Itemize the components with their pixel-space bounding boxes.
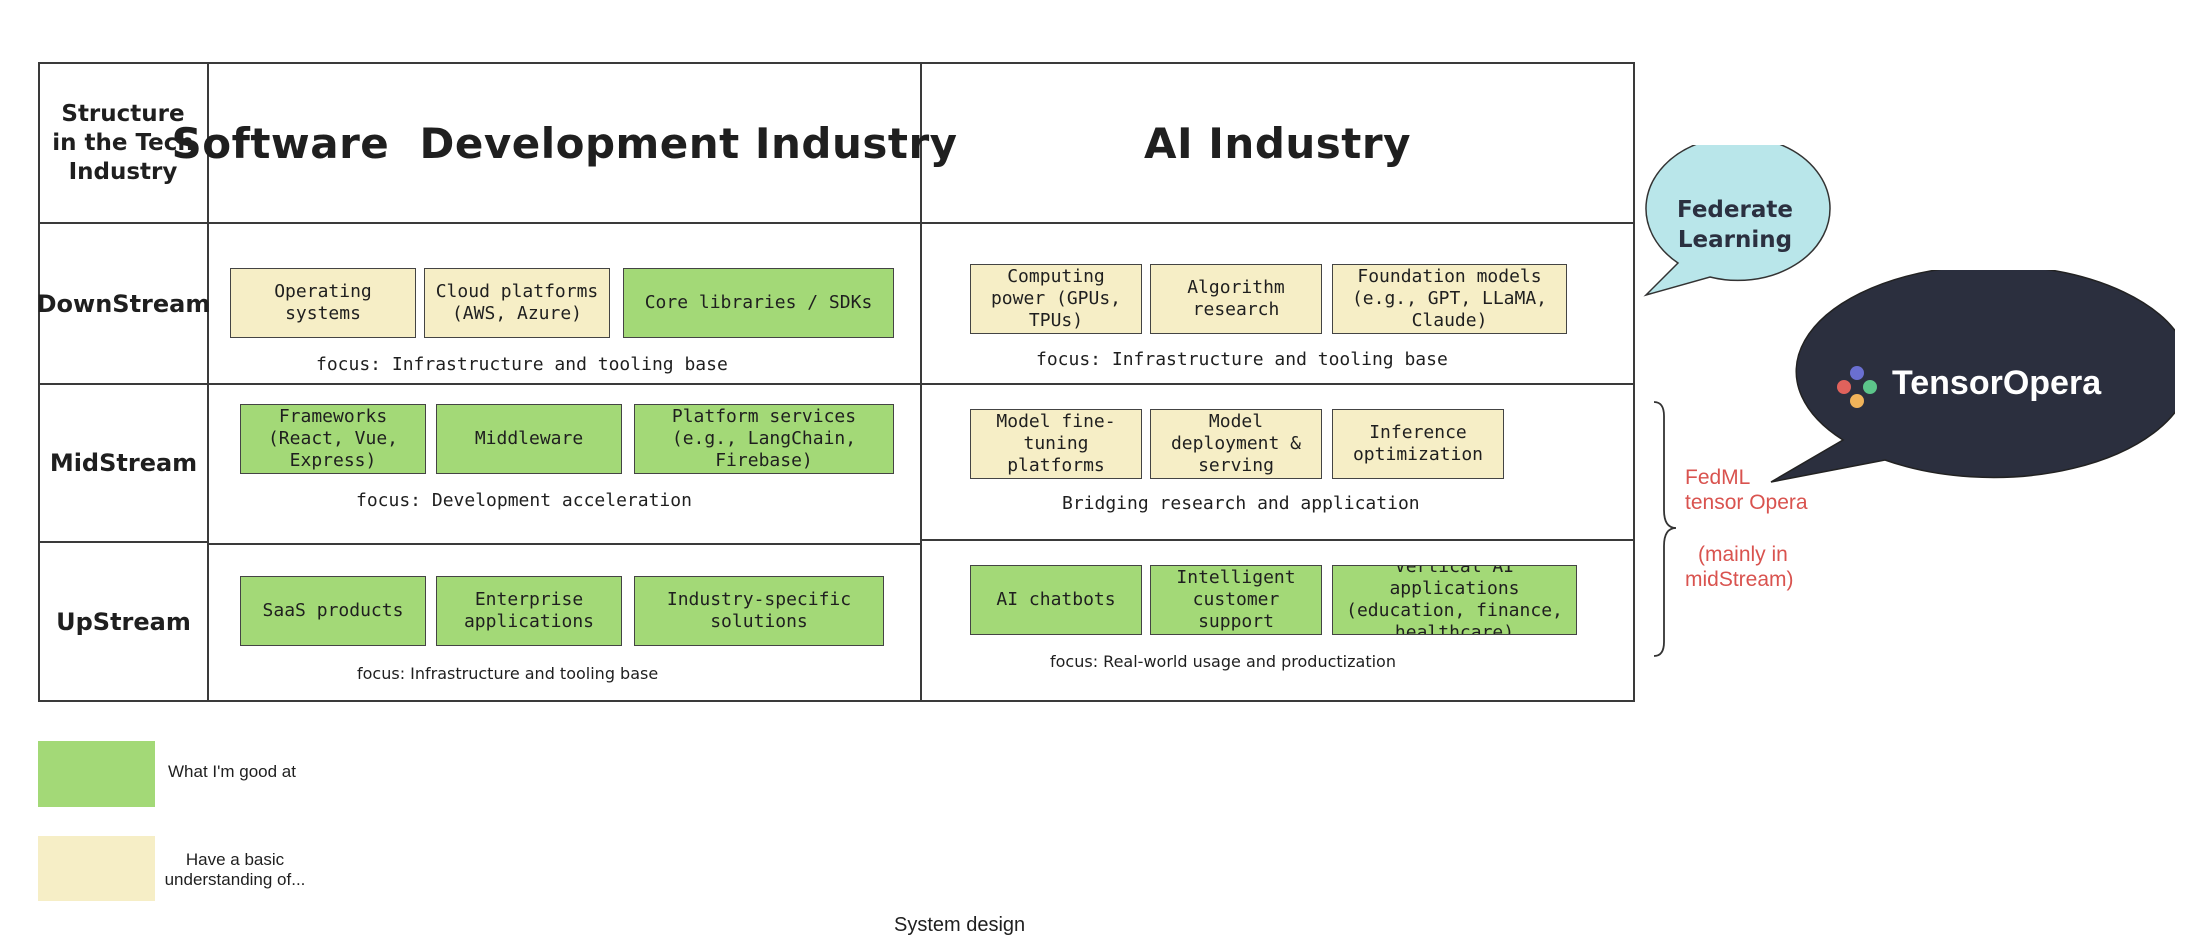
note-tensor-opera: tensor Opera (1685, 491, 1808, 514)
box-foundation-models: Foundation models (e.g., GPT, LLaMA, Cla… (1332, 264, 1567, 334)
footer-system-design: System design (894, 914, 1026, 936)
tensoropera-logo-icon (1837, 366, 1877, 408)
box-core-libraries: Core libraries / SDKs (623, 268, 894, 338)
box-computing-power: Computing power (GPUs, TPUs) (970, 264, 1142, 334)
ai-industry-title: AI Industry (1144, 118, 1411, 168)
legend-good-swatch (38, 741, 155, 807)
box-industry-specific-solutions: Industry-specific solutions (634, 576, 884, 646)
box-operating-systems: Operating systems (230, 268, 416, 338)
row-label-upstream: UpStream (56, 607, 191, 636)
box-enterprise-applications: Enterprise applications (436, 576, 622, 646)
ai-midstream-focus: Bridging research and application (1062, 493, 1420, 514)
midstream-brace (1653, 401, 1677, 657)
box-algorithm-research: Algorithm research (1150, 264, 1322, 334)
box-vertical-ai-applications: Vertical AI applications (education, fin… (1332, 565, 1577, 635)
box-inference-optimization: Inference optimization (1332, 409, 1504, 479)
note-midstream: midStream) (1685, 568, 1794, 591)
row-label-midstream: MidStream (49, 449, 198, 477)
corner-label: Structure in the Tech Industry (52, 100, 194, 185)
box-model-deployment: Model deployment & serving (1150, 409, 1322, 479)
ai-downstream-focus: focus: Infrastructure and tooling base (1036, 349, 1448, 370)
tensoropera-bubble-shape (1770, 270, 2175, 483)
legend-basic-swatch (38, 836, 155, 901)
federate-learning-label: Federate Learning (1677, 197, 1793, 253)
box-saas-products: SaaS products (240, 576, 426, 646)
ai-upstream-focus: focus: Real-world usage and productizati… (1050, 652, 1396, 671)
software-midstream-focus: focus: Development acceleration (356, 490, 692, 511)
box-ai-chatbots: AI chatbots (970, 565, 1142, 635)
legend-good-label: What I'm good at (168, 762, 296, 781)
box-middleware: Middleware (436, 404, 622, 474)
software-upstream-focus: focus: Infrastructure and tooling base (357, 664, 659, 683)
box-frameworks: Frameworks (React, Vue, Express) (240, 404, 426, 474)
legend-basic-label: Have a basic understanding of... (164, 850, 306, 889)
federate-bubble-shape (1643, 145, 1831, 297)
note-fedml: FedML (1685, 466, 1751, 489)
software-industry-title: Software Development Industry (171, 118, 958, 168)
row-label-downstream: DownStream (36, 289, 211, 318)
tensoropera-brand: TensorOpera (1892, 364, 2102, 402)
note-mainly-in: (mainly in (1698, 543, 1788, 566)
box-intelligent-customer-support: Intelligent customer support (1150, 565, 1322, 635)
box-model-fine-tuning: Model fine-tuning platforms (970, 409, 1142, 479)
box-cloud-platforms: Cloud platforms (AWS, Azure) (424, 268, 610, 338)
box-platform-services: Platform services (e.g., LangChain, Fire… (634, 404, 894, 474)
software-downstream-focus: focus: Infrastructure and tooling base (316, 354, 728, 375)
